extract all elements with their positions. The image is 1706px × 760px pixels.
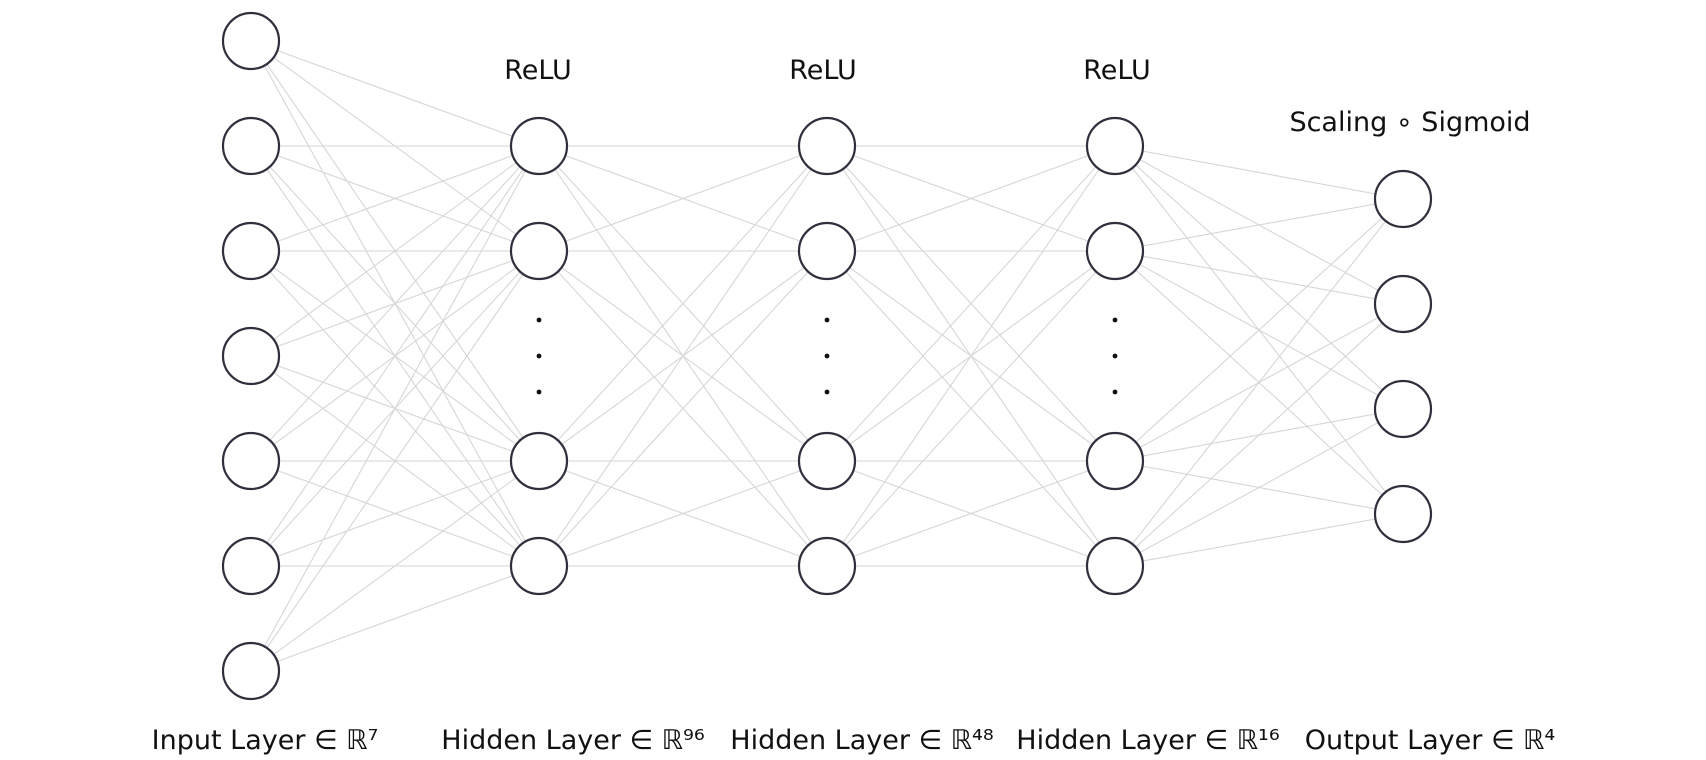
neuron-hidden3-1 — [1085, 116, 1145, 176]
connection-input-3-hidden1-1 — [250, 145, 540, 252]
connection-input-6-hidden1-3 — [250, 460, 540, 567]
connection-hidden1-4-hidden2-2 — [538, 250, 828, 567]
activation-label-hidden-3: ReLU — [1083, 55, 1151, 86]
neuron-input-1 — [221, 11, 281, 71]
connection-hidden2-2-hidden3-1 — [826, 145, 1116, 252]
neuron-hidden2-1 — [797, 116, 857, 176]
activation-label-hidden-2: ReLU — [789, 55, 857, 86]
neuron-input-7 — [221, 641, 281, 701]
connection-hidden3-3-output-1 — [1114, 198, 1404, 462]
connection-hidden3-4-output-3 — [1114, 408, 1404, 567]
ellipsis-dot-hidden1-1 — [536, 317, 542, 323]
connection-hidden3-4-output-2 — [1114, 303, 1404, 567]
ellipsis-dot-hidden3-3 — [1112, 389, 1118, 395]
connection-hidden3-4-output-1 — [1114, 198, 1404, 567]
layer-label-hidden-2: Hidden Layer ∈ ℝ⁴⁸ — [730, 725, 993, 756]
neuron-hidden2-4 — [797, 536, 857, 596]
layer-label-hidden-1: Hidden Layer ∈ ℝ⁹⁶ — [441, 725, 704, 756]
neuron-hidden1-1 — [509, 116, 569, 176]
ellipsis-group — [503, 311, 1151, 401]
connection-input-7-hidden1-1 — [250, 145, 540, 672]
connection-hidden1-2-hidden2-1 — [538, 145, 828, 252]
connection-hidden2-3-hidden3-1 — [826, 145, 1116, 462]
connection-input-4-hidden1-1 — [250, 145, 540, 357]
ellipsis-dot-hidden2-1 — [824, 317, 830, 323]
neuron-hidden3-2 — [1085, 221, 1145, 281]
ellipsis-dot-hidden2-3 — [824, 389, 830, 395]
connection-input-7-hidden1-4 — [250, 565, 540, 672]
ellipsis-dot-hidden1-2 — [536, 353, 542, 359]
connection-input-1-hidden1-1 — [250, 40, 540, 147]
neuron-input-6 — [221, 536, 281, 596]
connection-input-6-hidden1-1 — [250, 145, 540, 567]
connection-input-7-hidden1-2 — [250, 250, 540, 672]
connection-hidden1-3-hidden2-1 — [538, 145, 828, 462]
neuron-input-4 — [221, 326, 281, 386]
connection-hidden1-4-hidden2-1 — [538, 145, 828, 567]
connection-input-7-hidden1-3 — [250, 460, 540, 672]
connection-input-5-hidden1-1 — [250, 145, 540, 462]
connections — [250, 40, 1404, 672]
activation-label-hidden-1: ReLU — [504, 55, 572, 86]
neuron-hidden1-4 — [509, 536, 569, 596]
connection-hidden3-1-output-1 — [1114, 145, 1404, 200]
neuron-input-5 — [221, 431, 281, 491]
connection-hidden3-2-output-2 — [1114, 250, 1404, 305]
connection-hidden2-4-hidden3-3 — [826, 460, 1116, 567]
connection-hidden3-2-output-1 — [1114, 198, 1404, 252]
connection-hidden2-4-hidden3-1 — [826, 145, 1116, 567]
neuron-hidden1-3 — [509, 431, 569, 491]
ellipsis-dot-hidden3-2 — [1112, 353, 1118, 359]
activation-label-output: Scaling ∘ Sigmoid — [1289, 107, 1530, 138]
connection-hidden1-4-hidden2-3 — [538, 460, 828, 567]
connection-hidden2-4-hidden3-2 — [826, 250, 1116, 567]
layer-label-input: Input Layer ∈ ℝ⁷ — [152, 725, 379, 756]
neuron-hidden3-4 — [1085, 536, 1145, 596]
ellipsis-dot-hidden3-1 — [1112, 317, 1118, 323]
layer-label-output: Output Layer ∈ ℝ⁴ — [1305, 725, 1556, 756]
neuron-output-4 — [1373, 484, 1433, 544]
ellipsis-dot-hidden1-3 — [536, 389, 542, 395]
neuron-output-3 — [1373, 379, 1433, 439]
neuron-input-2 — [221, 116, 281, 176]
neuron-hidden1-2 — [509, 221, 569, 281]
connection-hidden3-4-output-4 — [1114, 513, 1404, 567]
neuron-hidden2-2 — [797, 221, 857, 281]
neuron-output-1 — [1373, 169, 1433, 229]
neuron-hidden3-3 — [1085, 431, 1145, 491]
ellipsis-dot-hidden2-2 — [824, 353, 830, 359]
neuron-hidden2-3 — [797, 431, 857, 491]
layer-label-hidden-3: Hidden Layer ∈ ℝ¹⁶ — [1016, 725, 1279, 756]
neuron-input-3 — [221, 221, 281, 281]
neurons — [221, 11, 1433, 701]
neuron-output-2 — [1373, 274, 1433, 334]
